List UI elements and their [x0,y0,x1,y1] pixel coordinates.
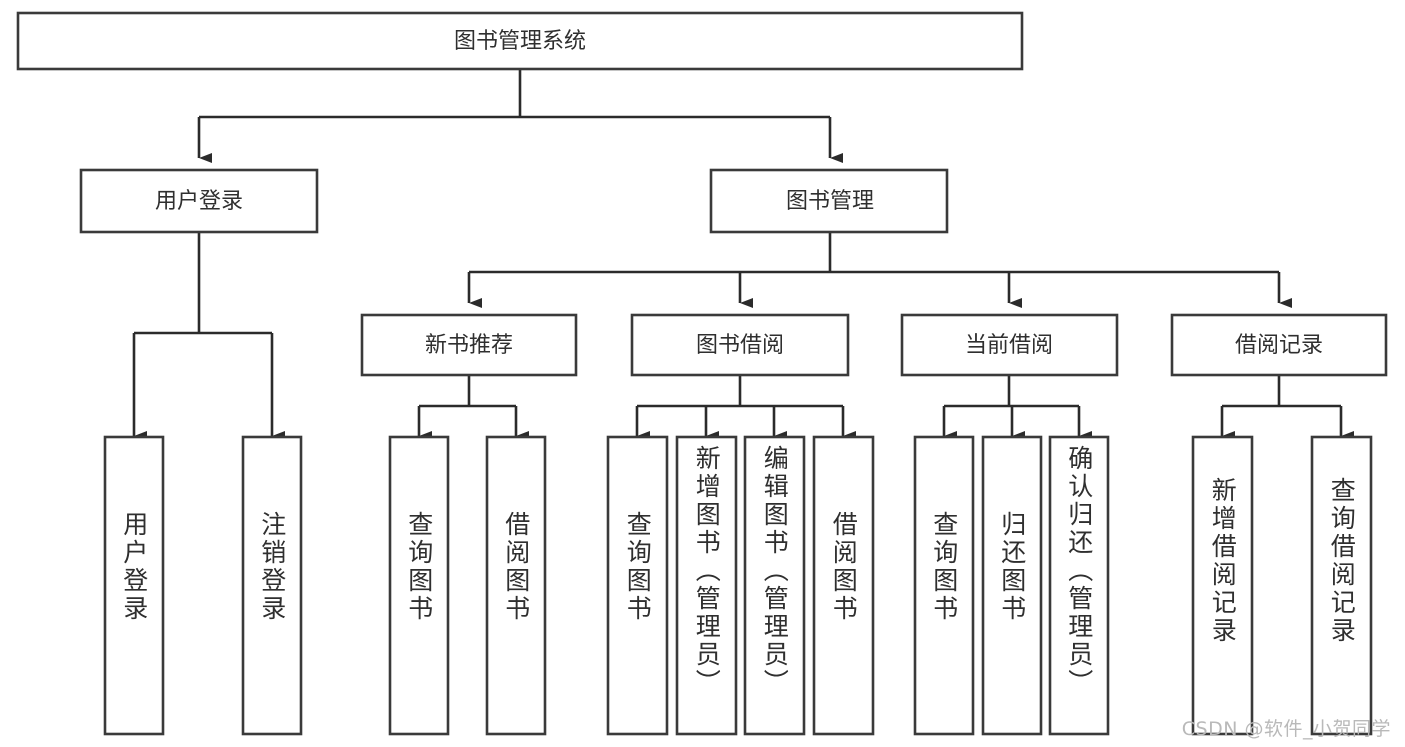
leaf-add-book-admin-box[interactable] [675,435,738,736]
leaf-query-book-current-box[interactable] [913,435,975,736]
node-book-borrow-label: 图书借阅 [696,333,784,358]
leaf-user-logout-box[interactable] [241,435,303,736]
node-user-login-box [79,168,319,234]
node-user-login[interactable]: 用户登录 [79,168,319,234]
leaf-user-login-box[interactable] [103,435,165,736]
node-root-label: 图书管理系统 [454,29,586,54]
node-current-borrow-box [900,313,1119,377]
node-new-book-recommend-label: 新书推荐 [425,333,513,358]
connector-layer [132,69,1354,441]
leaf-query-borrow-record-box[interactable] [1310,435,1373,736]
leaf-boxes-layer [103,435,1373,736]
leaf-return-book-box[interactable] [981,435,1043,736]
leaf-query-book-new-box[interactable] [388,435,450,736]
node-book-management-box [709,168,949,234]
node-current-borrow[interactable]: 当前借阅 [900,313,1119,377]
leaf-add-borrow-record-box[interactable] [1191,435,1254,736]
node-borrow-record-label: 借阅记录 [1235,333,1323,358]
node-book-management-label: 图书管理 [786,189,874,214]
node-borrow-record-box [1170,313,1388,377]
leaf-borrow-book-box[interactable] [812,435,875,736]
leaf-edit-book-admin-box[interactable] [743,435,806,736]
leaf-query-book-borrow-box[interactable] [606,435,669,736]
node-book-borrow-box [630,313,850,377]
node-root-box [16,11,1024,71]
node-new-book-recommend-box [360,313,578,377]
node-current-borrow-label: 当前借阅 [965,333,1053,358]
node-book-management[interactable]: 图书管理 [709,168,949,234]
node-borrow-record[interactable]: 借阅记录 [1170,313,1388,377]
node-new-book-recommend[interactable]: 新书推荐 [360,313,578,377]
node-user-login-label: 用户登录 [155,189,243,214]
leaf-confirm-return-admin-box[interactable] [1048,435,1110,736]
csdn-watermark: CSDN @软件_小贺同学 [1181,718,1391,740]
leaf-borrow-book-new-box[interactable] [485,435,547,736]
node-book-borrow[interactable]: 图书借阅 [630,313,850,377]
node-root[interactable]: 图书管理系统 [16,11,1024,71]
